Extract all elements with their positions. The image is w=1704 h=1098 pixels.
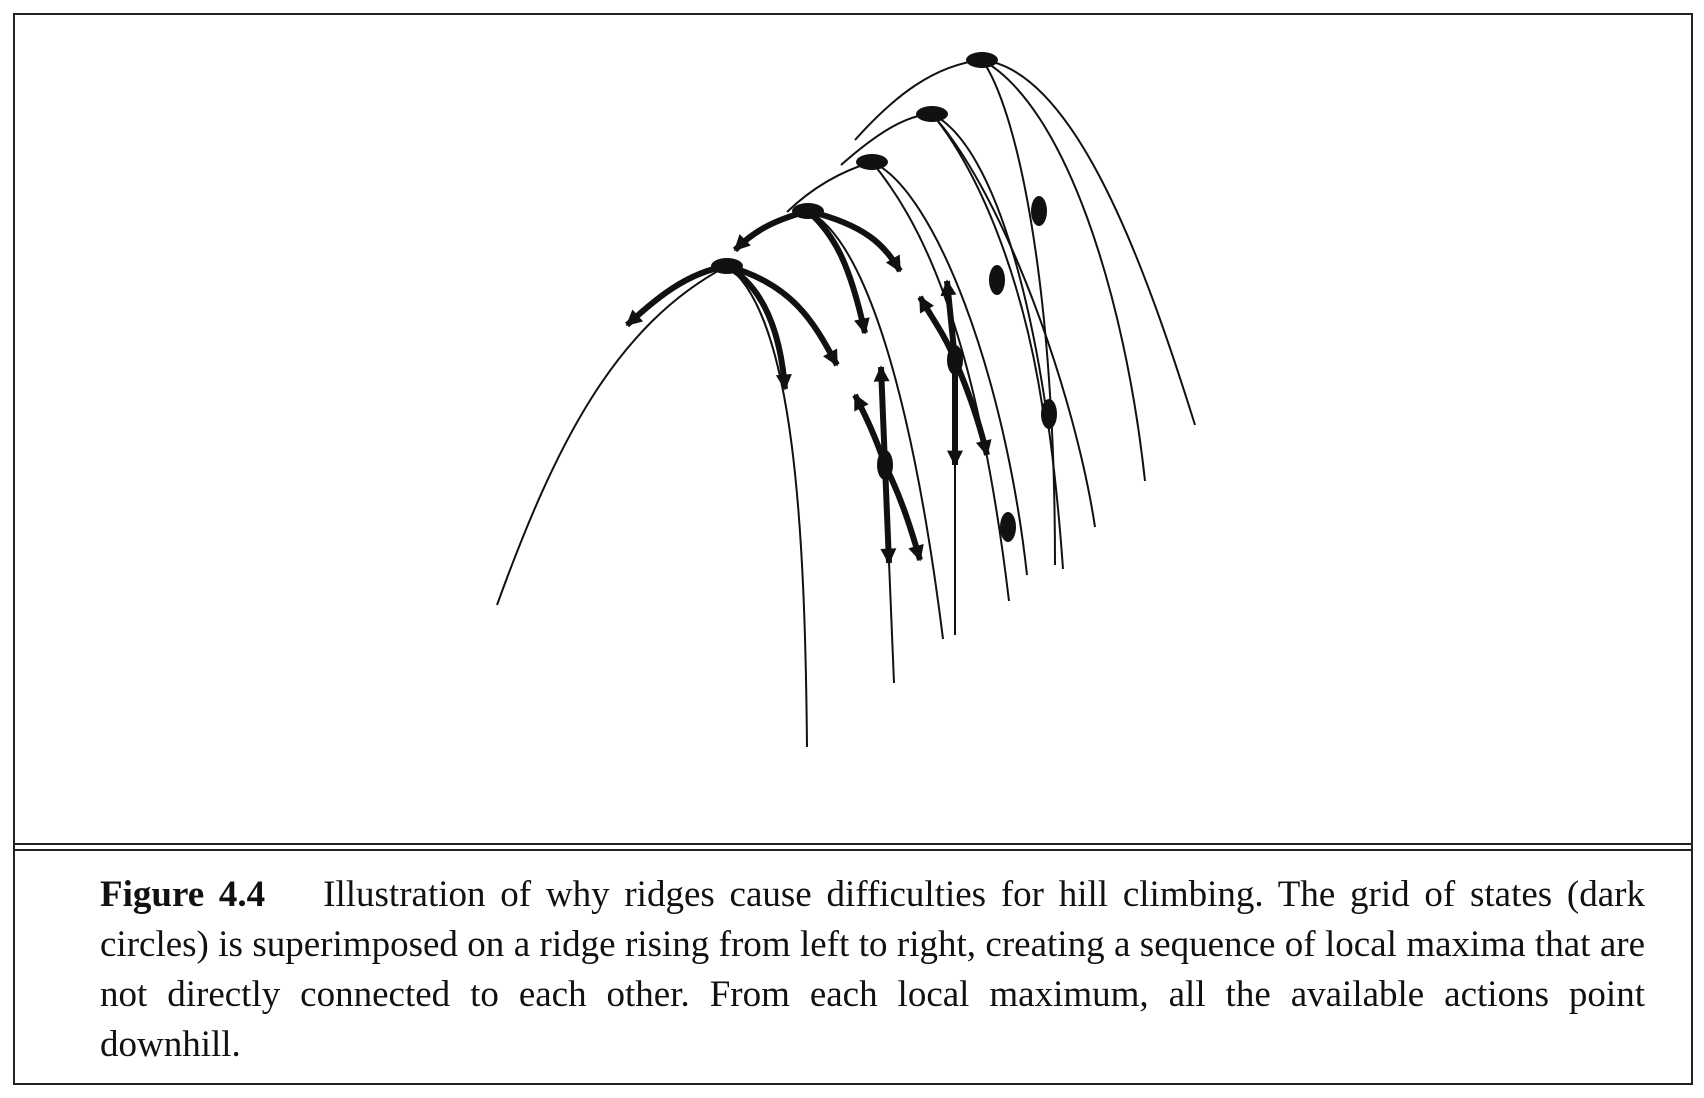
caption-rule-bottom <box>15 849 1691 851</box>
arrow-left-top <box>732 208 809 253</box>
state-circle <box>1041 399 1057 429</box>
state-circle <box>856 154 888 170</box>
state-circle <box>792 203 824 219</box>
ridge-curve-2-right <box>807 210 944 640</box>
arrow-down-2 <box>726 263 840 367</box>
ridge-curve-6 <box>981 59 1196 426</box>
ridge-curve-y <box>931 113 1046 426</box>
state-circle <box>916 106 948 122</box>
arrow-down-4 <box>807 208 903 273</box>
ridge-curve-3-right <box>871 161 1028 576</box>
ridge-curve-5 <box>854 59 983 141</box>
arrow-ridge-1b <box>873 365 890 466</box>
ridge-curve-5b <box>981 59 1056 566</box>
ridge-diagram-svg <box>496 52 1196 748</box>
caption-label: Figure 4.4 <box>100 874 266 915</box>
caption-text: Illustration of why ridges cause difficu… <box>100 874 1645 1065</box>
state-circle <box>1000 512 1016 542</box>
ridge-curve-x <box>871 161 1010 602</box>
state-circle <box>711 258 743 274</box>
ridge-curve-5-right <box>981 59 1146 482</box>
ridge-curve-1 <box>496 265 728 606</box>
arrow-ridge-2 <box>880 464 897 565</box>
state-circle <box>966 52 998 68</box>
arrow-down-1 <box>725 263 792 391</box>
ridge-diagram <box>15 15 1691 844</box>
state-circle <box>877 450 893 480</box>
arrow-down-3 <box>806 208 870 335</box>
ridge-curve-1-right <box>726 265 808 748</box>
ridge-curve-4b <box>931 113 1096 528</box>
arrow-ridge-6 <box>952 358 992 457</box>
state-circle <box>947 345 963 375</box>
caption-rule-top <box>15 843 1691 845</box>
state-circle <box>1031 196 1047 226</box>
state-circle <box>989 265 1005 295</box>
